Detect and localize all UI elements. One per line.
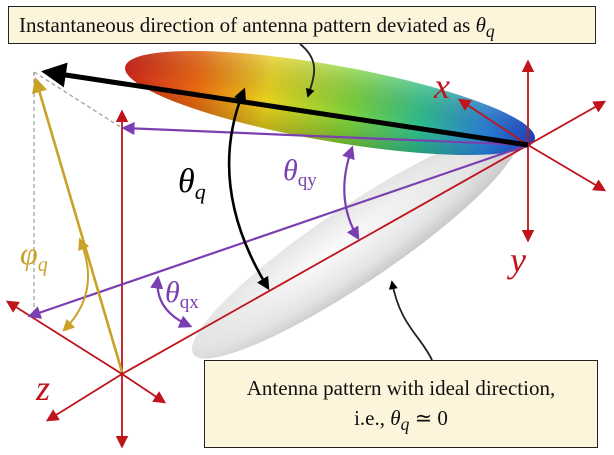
deviated-pattern-lobe — [125, 50, 535, 156]
theta-qy-label: θqy — [283, 154, 317, 191]
z-axis-label: z — [35, 368, 50, 408]
callout-bottom-line1: Antenna pattern with ideal direction, — [246, 376, 556, 400]
callout-top-text: Instantaneous direction of antenna patte… — [19, 13, 476, 37]
theta-q-label: θq — [178, 163, 206, 204]
deviated-direction-arrow — [41, 62, 529, 148]
callout-top-sub: q — [485, 21, 495, 42]
top-callout-leader — [299, 43, 316, 98]
phi-q-arc — [62, 237, 90, 332]
theta-qx-arc — [150, 275, 193, 328]
theta-qx-label: θqx — [165, 276, 199, 313]
theta-q-arc — [227, 87, 270, 291]
ideal-pattern-lobe — [191, 131, 519, 359]
origin-axes — [5, 109, 167, 449]
bottom-callout-leader — [388, 280, 433, 361]
projection-lines — [27, 121, 529, 319]
deviated-direction-callout: Instantaneous direction of antenna patte… — [8, 6, 596, 44]
x-axis-label: x — [433, 66, 450, 106]
ideal-direction-callout: Antenna pattern with ideal direction, i.… — [204, 360, 598, 448]
ideal-direction-line — [121, 144, 529, 375]
theta-qy-arc — [342, 145, 360, 241]
callout-bottom-line2: i.e., θq ≃ 0 — [354, 406, 448, 435]
phi-projection-line — [32, 77, 124, 373]
callout-top-symbol: θ — [475, 13, 486, 37]
antenna-axes — [457, 59, 607, 243]
y-axis-label: y — [507, 240, 526, 280]
phi-q-label: φq — [20, 235, 48, 276]
